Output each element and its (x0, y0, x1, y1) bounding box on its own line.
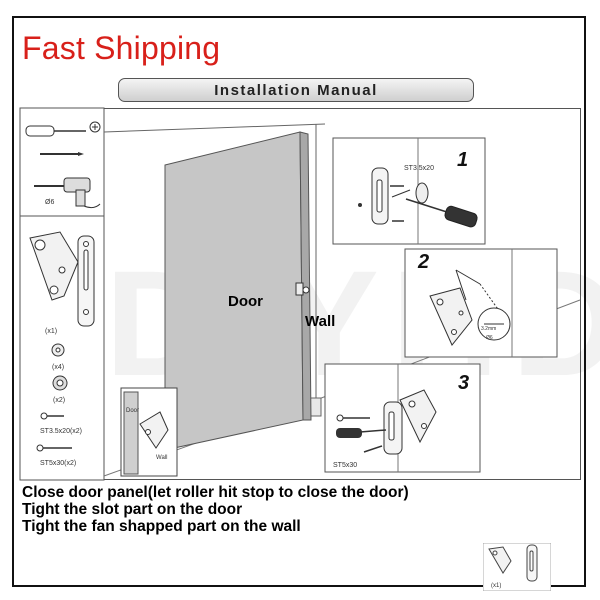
inset-closeup: Door Wall (120, 387, 178, 477)
inset-door-label: Door (126, 408, 139, 414)
door-stop-icon (295, 282, 310, 296)
instruction-line-2: Tight the slot part on the door (22, 501, 243, 518)
drill-size-label: Ø6 (45, 199, 54, 206)
step-3-panel (324, 363, 481, 473)
step-2-panel (404, 248, 558, 358)
door-label: Door (228, 293, 263, 310)
parts-box: (x1) (x4) (x2) ST3.5x20(x2) ST5x30(x2) (19, 215, 105, 481)
short-screw-icon (40, 412, 64, 420)
instruction-line-3: Tight the fan shapped part on the wall (22, 518, 301, 535)
step-3-screw-label: ST5x30 (333, 462, 357, 469)
roller-stop-icon (52, 375, 68, 391)
drill-icon (34, 177, 101, 209)
part-qty-short-screw: ST3.5x20(x2) (40, 428, 82, 435)
tools-box: Ø6 (19, 107, 105, 217)
part-qty-washer: (x4) (52, 364, 64, 371)
step-2-sub-label: Ø6 (486, 335, 493, 341)
manual-title-bar: Installation Manual (118, 78, 474, 102)
step-2-number: 2 (417, 251, 429, 273)
part-qty-long-screw: ST5x30(x2) (40, 460, 76, 467)
part-qty-bracket: (x1) (45, 328, 57, 335)
headline: Fast Shipping (22, 30, 221, 66)
step-2-screw-label: 3.2mm (481, 326, 496, 332)
part-qty-stop: (x2) (53, 397, 65, 404)
pencil-icon (40, 152, 84, 156)
bracket-set-icon (29, 231, 95, 327)
inset-wall-label: Wall (156, 455, 167, 461)
step-3-number: 3 (458, 372, 469, 394)
instruction-captions: Close door panel(let roller hit stop to … (22, 484, 409, 535)
outer-frame (12, 16, 586, 587)
door-panel (164, 131, 312, 451)
washer-icon (51, 343, 65, 357)
instruction-line-1: Close door panel(let roller hit stop to … (22, 484, 409, 501)
step-1-panel (332, 137, 486, 245)
bracket-thumbnail: (x1) (483, 543, 551, 591)
long-screw-icon (36, 444, 72, 452)
thumbnail-qty: (x1) (491, 583, 501, 589)
wall-label: Wall (305, 313, 335, 330)
step-1-number: 1 (457, 149, 468, 171)
screwdriver-icon (25, 121, 101, 137)
manual-title: Installation Manual (214, 81, 378, 99)
step-1-screw-label: ST3.5x20 (404, 165, 434, 172)
